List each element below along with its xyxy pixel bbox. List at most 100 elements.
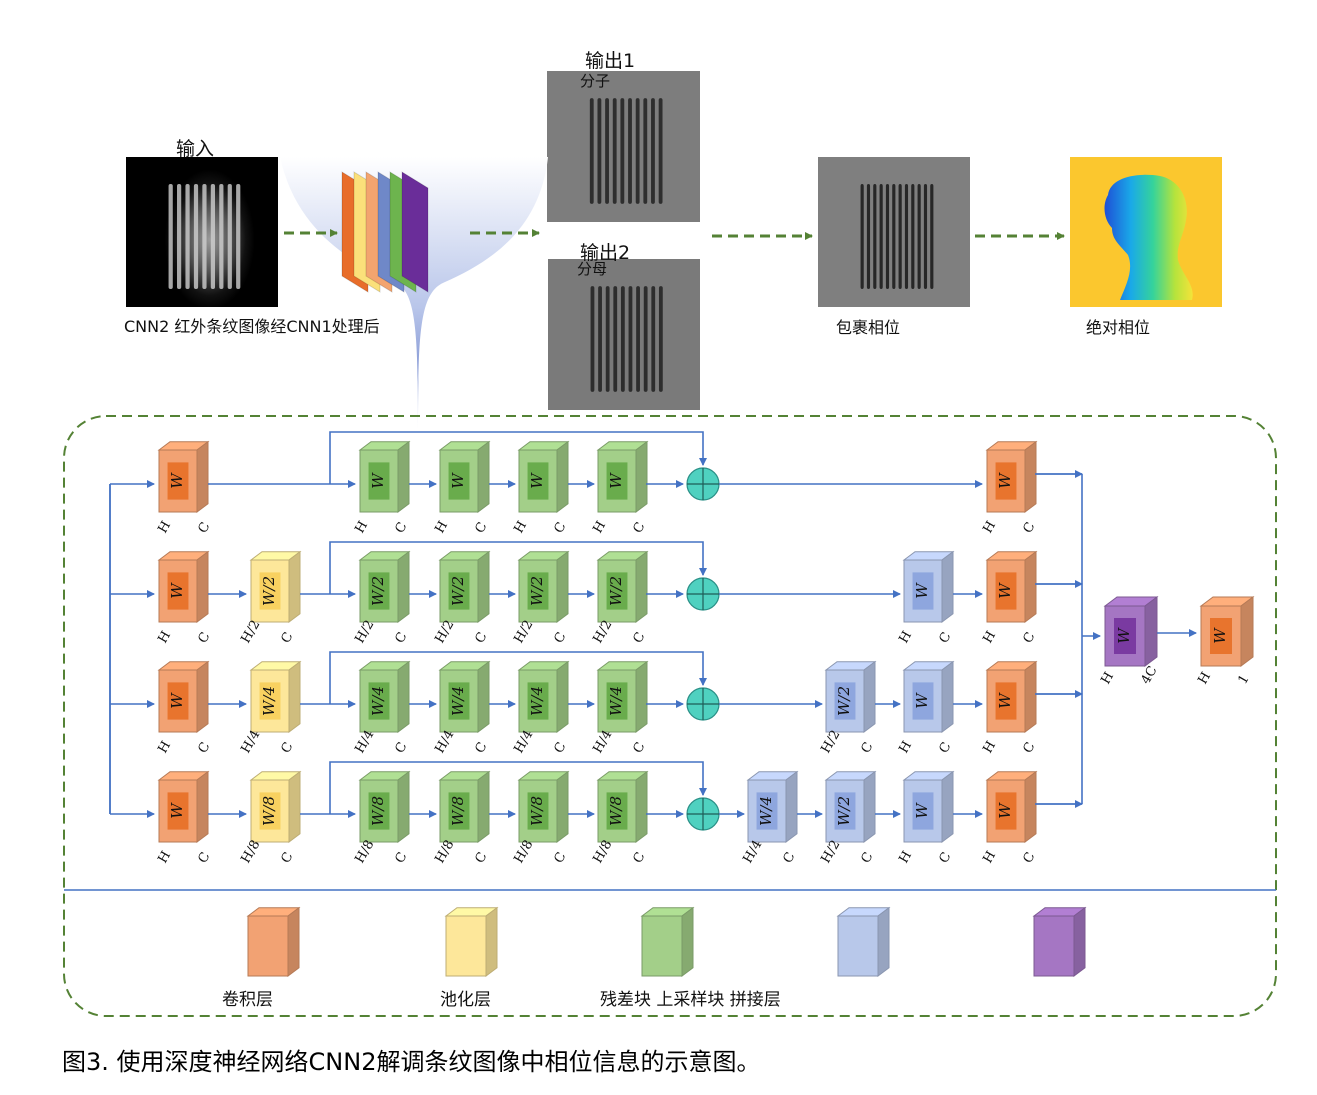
legend-res-block bbox=[640, 906, 695, 977]
final-conv-block: W bbox=[985, 770, 1038, 843]
block-inner bbox=[995, 792, 1017, 830]
legend-pool-label: 池化层 bbox=[440, 990, 491, 1010]
dim-c-label: C bbox=[392, 630, 410, 646]
dim-c-label: 1 bbox=[1235, 672, 1252, 687]
fringe-stripe bbox=[643, 286, 648, 392]
wrapped-stripes bbox=[860, 184, 934, 289]
residual-block: W/8 bbox=[358, 770, 411, 843]
dim-h-label: H bbox=[896, 629, 915, 646]
block-inner bbox=[834, 682, 856, 720]
fringe-stripe bbox=[923, 184, 928, 289]
residual-block: W/4 bbox=[358, 660, 411, 733]
block-inner bbox=[912, 572, 934, 610]
fringe-stripe bbox=[658, 98, 663, 204]
block-width-label: W/8 bbox=[528, 796, 546, 826]
fringe-stripe bbox=[873, 184, 877, 289]
fringe-stripe bbox=[605, 98, 609, 204]
dim-h-label: H bbox=[980, 739, 999, 756]
final-conv-block: W bbox=[985, 440, 1038, 513]
residual-block: W bbox=[596, 440, 649, 513]
block-width-label: W/2 bbox=[260, 576, 278, 606]
conv-block: W bbox=[157, 660, 210, 733]
block-width-label: W bbox=[913, 582, 931, 599]
dim-h-label: H bbox=[980, 519, 999, 536]
block-side bbox=[1144, 596, 1158, 667]
dim-h-label: H bbox=[896, 739, 915, 756]
output-conv-block: W bbox=[1199, 596, 1255, 667]
output2-title: 输出2 bbox=[580, 242, 631, 264]
block-side bbox=[556, 440, 569, 513]
absolute-phase-label: 绝对相位 bbox=[1086, 318, 1151, 337]
output2-subtitle: 分母 bbox=[577, 260, 608, 278]
conv-block: W bbox=[157, 550, 210, 623]
block-front bbox=[837, 915, 879, 977]
upsample-block: W/2 bbox=[824, 770, 877, 843]
residual-block: W/8 bbox=[517, 770, 570, 843]
output1-title: 输出1 bbox=[585, 50, 636, 72]
upsample-block: W/2 bbox=[824, 660, 877, 733]
block-inner bbox=[606, 462, 628, 500]
block-width-label: W bbox=[996, 472, 1014, 489]
dim-c-label: C bbox=[780, 850, 798, 866]
dim-c-label: C bbox=[195, 850, 213, 866]
upsample-block: W bbox=[902, 550, 955, 623]
fringe-stripe bbox=[898, 184, 902, 289]
residual-block: W/2 bbox=[517, 550, 570, 623]
block-width-label: W/2 bbox=[607, 576, 625, 606]
block-side bbox=[1240, 596, 1254, 667]
fringe-stripe bbox=[643, 98, 648, 204]
final-conv-block: W bbox=[985, 550, 1038, 623]
sum-node bbox=[686, 467, 720, 501]
block-width-label: W bbox=[1211, 627, 1229, 644]
fringe-stripe bbox=[620, 286, 625, 392]
dim-c-label: C bbox=[630, 520, 648, 536]
dim-c-label: C bbox=[195, 740, 213, 756]
sum-node bbox=[686, 797, 720, 831]
block-side bbox=[397, 660, 410, 733]
block-inner bbox=[368, 792, 390, 830]
block-inner bbox=[606, 682, 628, 720]
dim-c-label: C bbox=[1020, 740, 1038, 756]
conv-block: W bbox=[157, 770, 210, 843]
block-side bbox=[397, 550, 410, 623]
block-inner bbox=[834, 792, 856, 830]
block-side bbox=[1024, 440, 1037, 513]
block-width-label: W/2 bbox=[835, 686, 853, 716]
block-side bbox=[681, 906, 694, 977]
dim-c-label: C bbox=[630, 740, 648, 756]
dim-h-label: H bbox=[1195, 670, 1214, 687]
dim-c-label: C bbox=[551, 850, 569, 866]
wrapped-phase-label: 包裹相位 bbox=[836, 318, 901, 337]
block-width-label: W bbox=[996, 692, 1014, 709]
fringe-stripe bbox=[185, 184, 190, 289]
fringe-stripe bbox=[597, 98, 602, 204]
dim-h-label: H bbox=[980, 629, 999, 646]
fringe-stripe bbox=[658, 286, 663, 392]
upsample-block: W/4 bbox=[746, 770, 799, 843]
dim-c-label: C bbox=[195, 630, 213, 646]
block-inner bbox=[995, 572, 1017, 610]
dim-c-label: C bbox=[472, 740, 490, 756]
block-width-label: W bbox=[369, 472, 387, 489]
fringe-stripe bbox=[219, 184, 224, 289]
legend-concat-block bbox=[1032, 906, 1087, 977]
block-side bbox=[1024, 660, 1037, 733]
block-front bbox=[641, 915, 683, 977]
fringe-stripe bbox=[628, 98, 632, 204]
dim-c-label: C bbox=[936, 850, 954, 866]
block-side bbox=[635, 660, 648, 733]
block-side bbox=[477, 550, 490, 623]
block-inner bbox=[368, 682, 390, 720]
dim-h-label: H bbox=[155, 519, 174, 536]
dim-c-label: C bbox=[630, 850, 648, 866]
dim-h-label: H bbox=[155, 739, 174, 756]
dim-c-label: C bbox=[392, 520, 410, 536]
dim-c-label: C bbox=[472, 850, 490, 866]
block-width-label: W/4 bbox=[260, 686, 278, 716]
